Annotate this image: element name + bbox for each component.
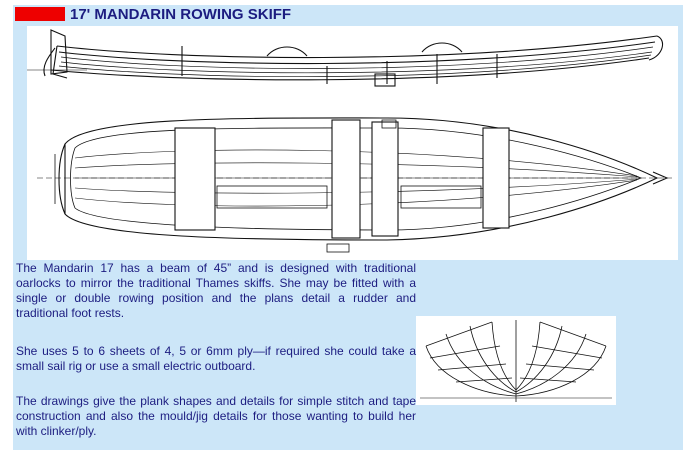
section-drawing-svg — [420, 320, 612, 402]
hull-section-drawing — [416, 316, 616, 405]
description-paragraph-2: She uses 5 to 6 sheets of 4, 5 or 6mm pl… — [16, 344, 416, 373]
title-accent-bar — [15, 7, 65, 21]
boat-drawing-svg — [27, 29, 672, 253]
boat-profile-and-plan-drawing — [27, 26, 678, 260]
content-panel: 17' MANDARIN ROWING SKIFF — [13, 5, 683, 450]
description-paragraph-3: The drawings give the plank shapes and d… — [16, 394, 416, 438]
page-title: 17' MANDARIN ROWING SKIFF — [70, 6, 292, 23]
description-paragraph-1: The Mandarin 17 has a beam of 45” and is… — [16, 261, 416, 320]
